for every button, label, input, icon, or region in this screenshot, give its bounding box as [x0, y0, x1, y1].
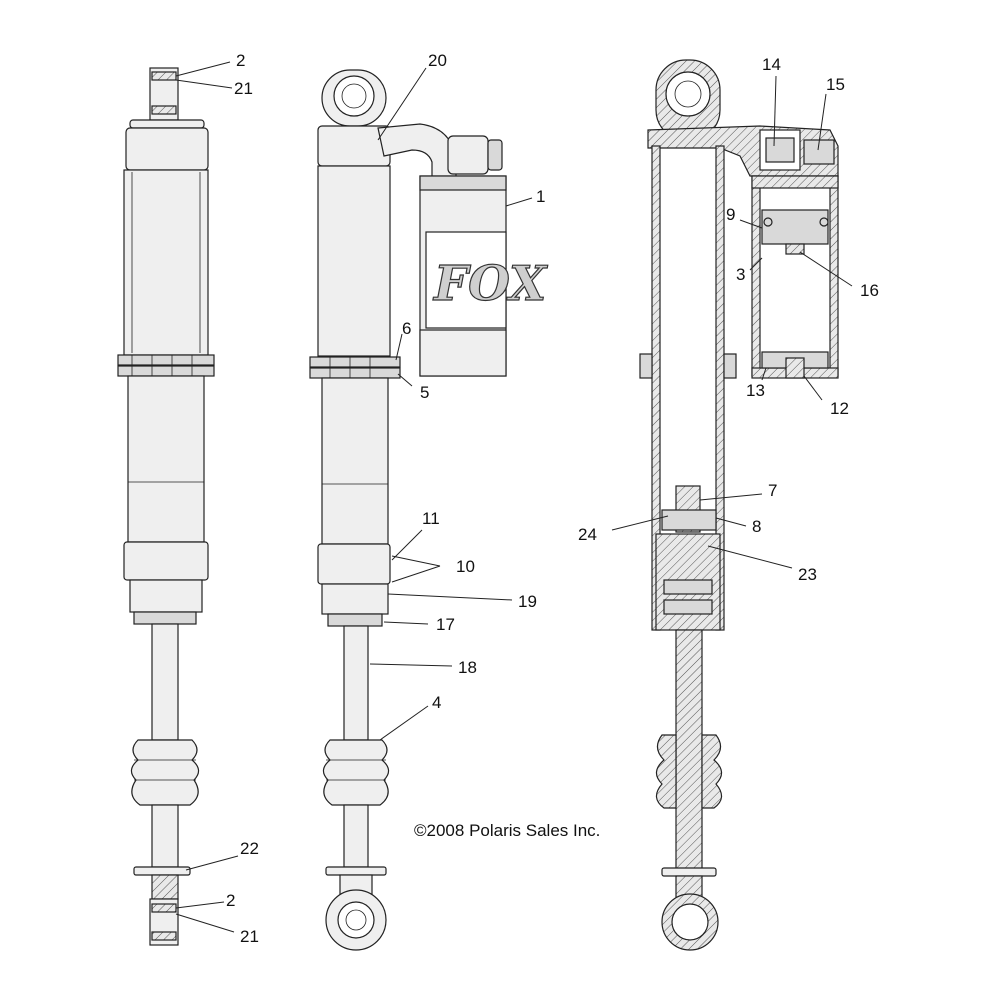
callout-13: 13 — [746, 381, 765, 400]
left-shock-view — [117, 67, 215, 946]
callout-21-top: 21 — [234, 79, 253, 98]
left-shaft — [151, 623, 179, 741]
middle-shaft — [343, 625, 369, 741]
callout-2-top: 2 — [236, 51, 245, 70]
fox-logo: FOX — [432, 256, 548, 312]
middle-shock-view: FOX — [309, 69, 549, 951]
right-section-view — [639, 59, 839, 951]
callout-10: 10 — [456, 557, 475, 576]
callout-18: 18 — [458, 658, 477, 677]
callout-22: 22 — [240, 839, 259, 858]
leader-lines — [175, 61, 853, 933]
callout-6: 6 — [402, 319, 411, 338]
callout-24: 24 — [578, 525, 597, 544]
callout-4: 4 — [432, 693, 441, 712]
fox-logo-panel — [425, 231, 507, 329]
section-shaft — [675, 629, 703, 871]
callout-8: 8 — [752, 517, 761, 536]
callout-15: 15 — [826, 75, 845, 94]
callout-11: 11 — [422, 509, 440, 528]
callout-12: 12 — [830, 399, 849, 418]
callout-19: 19 — [518, 592, 537, 611]
left-top-cap — [125, 127, 209, 171]
callout-16: 16 — [860, 281, 879, 300]
callout-1: 1 — [536, 187, 545, 206]
left-main-body — [123, 169, 209, 356]
callout-labels: 2 21 20 1 6 5 11 10 19 17 18 4 22 2 21 1… — [226, 51, 879, 946]
callout-23: 23 — [798, 565, 817, 584]
callout-3: 3 — [736, 265, 745, 284]
callout-20: 20 — [428, 51, 447, 70]
section-ifp — [761, 209, 829, 245]
callout-14: 14 — [762, 55, 781, 74]
callout-21-bottom: 21 — [240, 927, 259, 946]
left-bumper — [130, 739, 200, 806]
callout-2-bottom: 2 — [226, 891, 235, 910]
middle-bumper — [322, 739, 390, 806]
callout-17: 17 — [436, 615, 455, 634]
callout-5: 5 — [420, 383, 429, 402]
copyright-notice: ©2008 Polaris Sales Inc. — [414, 821, 600, 840]
callout-9: 9 — [726, 205, 735, 224]
callout-7: 7 — [768, 481, 777, 500]
